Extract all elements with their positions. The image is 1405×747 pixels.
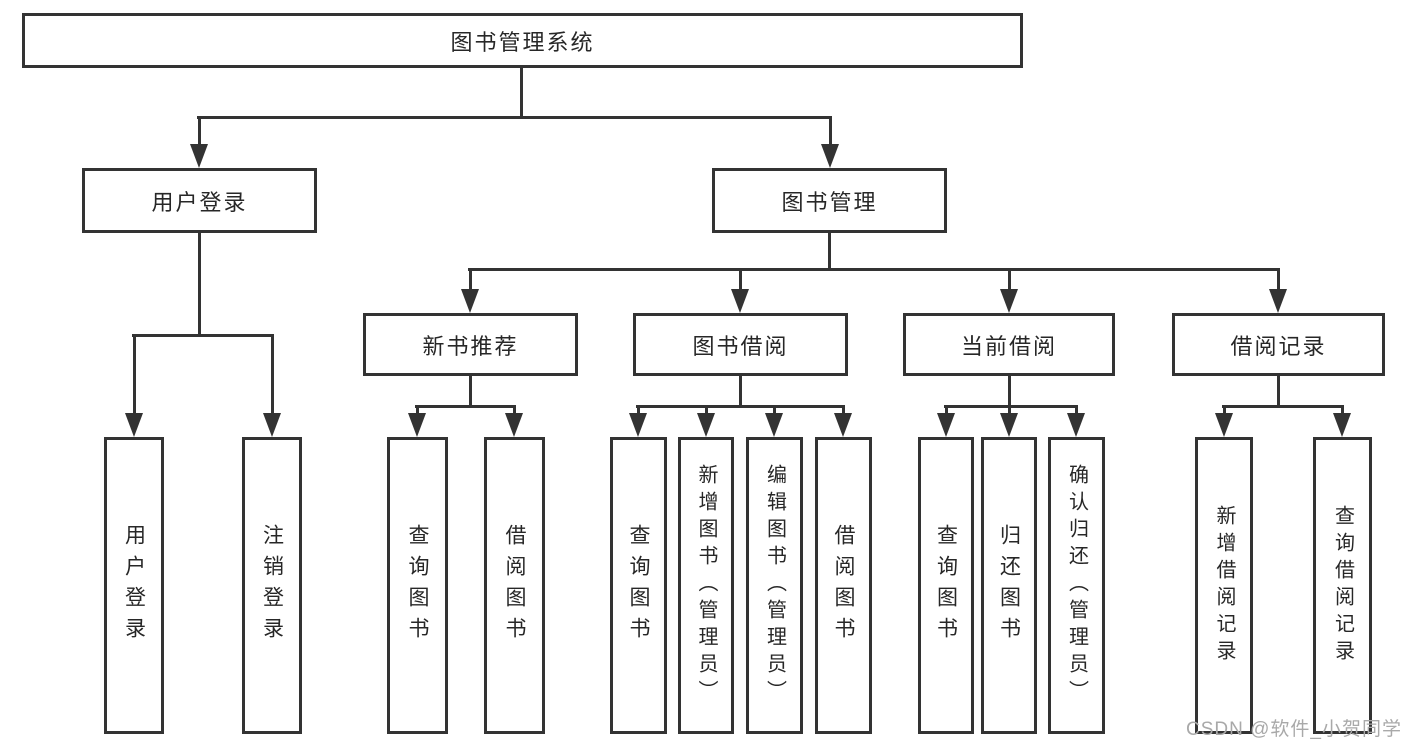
connector-branch-line [197, 116, 832, 119]
node-leaf-query-books-recommend: 查询图书 [387, 437, 448, 734]
connector-drop-line [739, 268, 742, 304]
node-new-book-recommend: 新书推荐 [363, 313, 578, 376]
node-leaf-confirm-return-admin: 确认归还（管理员） [1048, 437, 1105, 734]
node-leaf-query-books-current: 查询图书 [918, 437, 974, 734]
arrow-down-icon [1000, 413, 1018, 437]
arrow-down-icon [408, 413, 426, 437]
connector-branch-line [1222, 405, 1344, 408]
node-root-library-system: 图书管理系统 [22, 13, 1023, 68]
connector-drop-line [133, 334, 136, 428]
arrow-down-icon [697, 413, 715, 437]
connector-stem-line [520, 68, 523, 119]
connector-stem-line [828, 233, 831, 271]
connector-branch-line [415, 405, 516, 408]
connector-drop-line [1008, 268, 1011, 304]
node-leaf-user-login: 用户登录 [104, 437, 164, 734]
arrow-down-icon [263, 413, 281, 437]
csdn-watermark: CSDN @软件_小贺同学 [1186, 719, 1402, 740]
connector-branch-line [944, 405, 1078, 408]
node-borrow-records: 借阅记录 [1172, 313, 1385, 376]
connector-drop-line [829, 116, 832, 159]
arrow-down-icon [629, 413, 647, 437]
arrow-down-icon [937, 413, 955, 437]
node-leaf-borrow-books-recommend: 借阅图书 [484, 437, 545, 734]
arrow-down-icon [731, 289, 749, 313]
arrow-down-icon [1000, 289, 1018, 313]
arrow-down-icon [1333, 413, 1351, 437]
connector-stem-line [739, 376, 742, 408]
arrow-down-icon [190, 144, 208, 168]
arrow-down-icon [505, 413, 523, 437]
connector-stem-line [198, 233, 201, 337]
node-leaf-query-books-borrowing: 查询图书 [610, 437, 667, 734]
arrow-down-icon [1067, 413, 1085, 437]
connector-branch-line [132, 334, 274, 337]
arrow-down-icon [834, 413, 852, 437]
connector-stem-line [1277, 376, 1280, 408]
connector-branch-line [468, 268, 1280, 271]
arrow-down-icon [125, 413, 143, 437]
node-leaf-add-borrow-record: 新增借阅记录 [1195, 437, 1253, 734]
node-current-borrowing: 当前借阅 [903, 313, 1115, 376]
connector-drop-line [469, 268, 472, 304]
connector-stem-line [469, 376, 472, 408]
node-leaf-query-borrow-record: 查询借阅记录 [1313, 437, 1372, 734]
node-book-borrowing: 图书借阅 [633, 313, 848, 376]
node-leaf-edit-books-admin: 编辑图书（管理员） [746, 437, 803, 734]
node-book-management: 图书管理 [712, 168, 947, 233]
node-user-login: 用户登录 [82, 168, 317, 233]
connector-drop-line [1277, 268, 1280, 304]
connector-drop-line [271, 334, 274, 428]
connector-branch-line [636, 405, 845, 408]
connector-stem-line [1008, 376, 1011, 408]
node-leaf-borrow-books-borrowing: 借阅图书 [815, 437, 872, 734]
node-leaf-logout: 注销登录 [242, 437, 302, 734]
arrow-down-icon [1269, 289, 1287, 313]
node-leaf-add-books-admin: 新增图书（管理员） [678, 437, 734, 734]
arrow-down-icon [821, 144, 839, 168]
arrow-down-icon [1215, 413, 1233, 437]
node-leaf-return-books: 归还图书 [981, 437, 1037, 734]
connector-drop-line [198, 116, 201, 159]
arrow-down-icon [765, 413, 783, 437]
arrow-down-icon [461, 289, 479, 313]
